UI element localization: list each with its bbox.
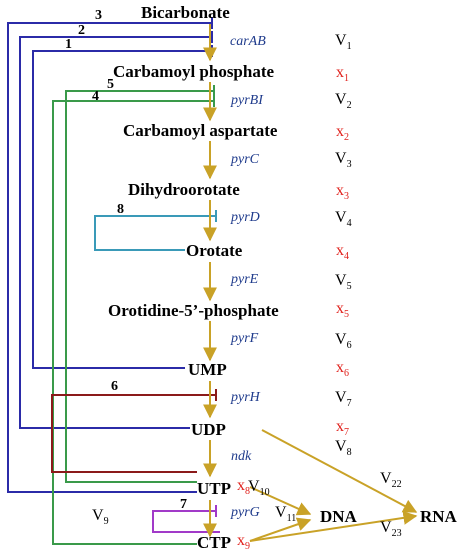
gene-caraB: carAB <box>230 34 266 49</box>
feedback-number-1: 1 <box>65 37 72 52</box>
feedback-line-6 <box>51 389 217 473</box>
flux-arrow-v23 <box>249 510 418 542</box>
metabolite-udp: UDP <box>191 420 226 439</box>
metabolite-rna: RNA <box>420 507 458 526</box>
concentration-x5: x5 <box>336 300 349 320</box>
feedback-line-8 <box>94 210 217 251</box>
concentration-x2: x2 <box>336 123 349 143</box>
metabolite-dihydroorotate: Dihydroorotate <box>128 180 240 199</box>
concentration-x8: x8 <box>237 477 250 497</box>
metabolite-orotate: Orotate <box>186 241 243 260</box>
metabolite-bicarbonate: Bicarbonate <box>141 3 230 22</box>
metabolite-ump: UMP <box>188 360 227 379</box>
flux-label-v7: V7 <box>335 389 352 409</box>
flux-arrow-v22 <box>261 429 418 513</box>
feedback-number-2: 2 <box>78 23 85 38</box>
metabolite-carbamoyl-phosphate: Carbamoyl phosphate <box>113 62 275 81</box>
concentration-x9: x9 <box>237 532 250 550</box>
flux-label-v3: V3 <box>335 150 352 170</box>
gene-pyrD: pyrD <box>230 210 260 225</box>
feedback-line-4 <box>52 95 215 545</box>
flux-label-v10: V10 <box>248 478 270 498</box>
feedback-number-3: 3 <box>95 8 102 23</box>
flux-label-v22: V22 <box>380 470 402 490</box>
flux-label-v5: V5 <box>335 272 352 292</box>
concentration-x3: x3 <box>336 182 349 202</box>
feedback-number-6: 6 <box>111 379 118 394</box>
flux-label-v9: V9 <box>92 507 109 527</box>
flux-label-v8: V8 <box>335 438 352 458</box>
gene-pyrBI: pyrBI <box>230 93 264 108</box>
flux-label-v2: V2 <box>335 91 352 111</box>
metabolite-dna: DNA <box>320 507 358 526</box>
flux-arrow-v10 <box>249 486 312 516</box>
gene-ndk: ndk <box>231 449 252 464</box>
feedback-number-8: 8 <box>117 202 124 217</box>
flux-label-v4: V4 <box>335 209 352 229</box>
concentration-x4: x4 <box>336 242 349 262</box>
metabolite-utp: UTP <box>197 479 231 498</box>
flux-label-v11: V11 <box>275 504 296 524</box>
feedback-number-7: 7 <box>180 497 187 512</box>
flux-arrow-v11 <box>249 517 312 542</box>
feedback-number-5: 5 <box>107 77 114 92</box>
metabolite-carbamoyl-aspartate: Carbamoyl aspartate <box>123 121 278 140</box>
gene-pyrF: pyrF <box>230 331 259 346</box>
gene-pyrH: pyrH <box>230 390 261 405</box>
gene-pyrC: pyrC <box>230 152 260 167</box>
feedback-line-7 <box>152 505 220 533</box>
metabolite-ctp: CTP <box>197 533 231 550</box>
gene-pyrG: pyrG <box>230 505 260 520</box>
feedback-number-4: 4 <box>92 89 99 104</box>
flux-label-v23: V23 <box>380 519 402 539</box>
concentration-x7: x7 <box>336 418 349 438</box>
flux-label-v6: V6 <box>335 331 352 351</box>
gene-pyrE: pyrE <box>230 272 259 287</box>
metabolite-orotidine-5-phosphate: Orotidine-5’-phosphate <box>108 301 279 320</box>
flux-label-v1: V1 <box>335 32 352 52</box>
concentration-x6: x6 <box>336 359 349 379</box>
concentration-x1: x1 <box>336 64 349 84</box>
feedback-line-3 <box>7 17 213 493</box>
feedback-line-2 <box>19 31 213 429</box>
